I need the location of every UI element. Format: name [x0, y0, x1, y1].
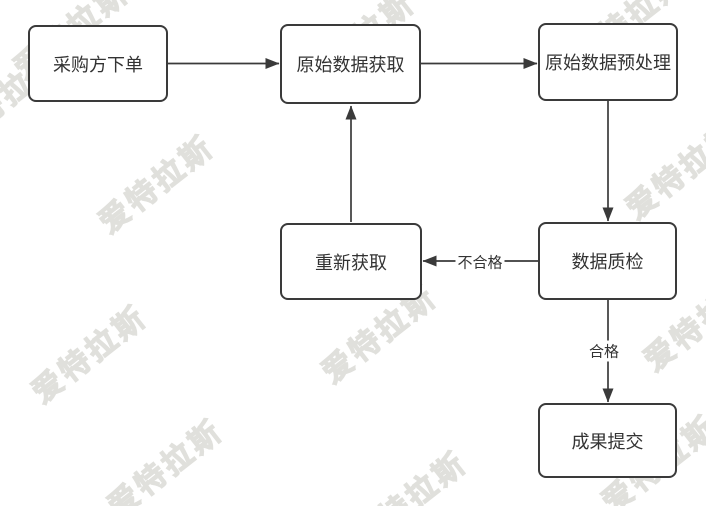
node-label: 采购方下单 — [53, 54, 143, 75]
node-preprocess: 原始数据预处理 — [538, 23, 678, 101]
node-label: 成果提交 — [571, 431, 644, 452]
node-label: 原始数据获取 — [296, 55, 405, 75]
node-label: 原始数据预处理 — [545, 53, 671, 73]
node-label: 数据质检 — [571, 252, 644, 272]
node-label: 重新获取 — [315, 252, 387, 273]
node-submit: 成果提交 — [538, 403, 677, 478]
node-reacquire: 重新获取 — [280, 223, 422, 300]
node-acquire: 原始数据获取 — [280, 24, 421, 104]
edge-label-qc-to-reacquire: 不合格 — [455, 251, 505, 273]
node-order: 采购方下单 — [28, 25, 168, 102]
edge-label-qc-to-submit: 合格 — [586, 340, 622, 362]
node-qc: 数据质检 — [538, 222, 677, 300]
